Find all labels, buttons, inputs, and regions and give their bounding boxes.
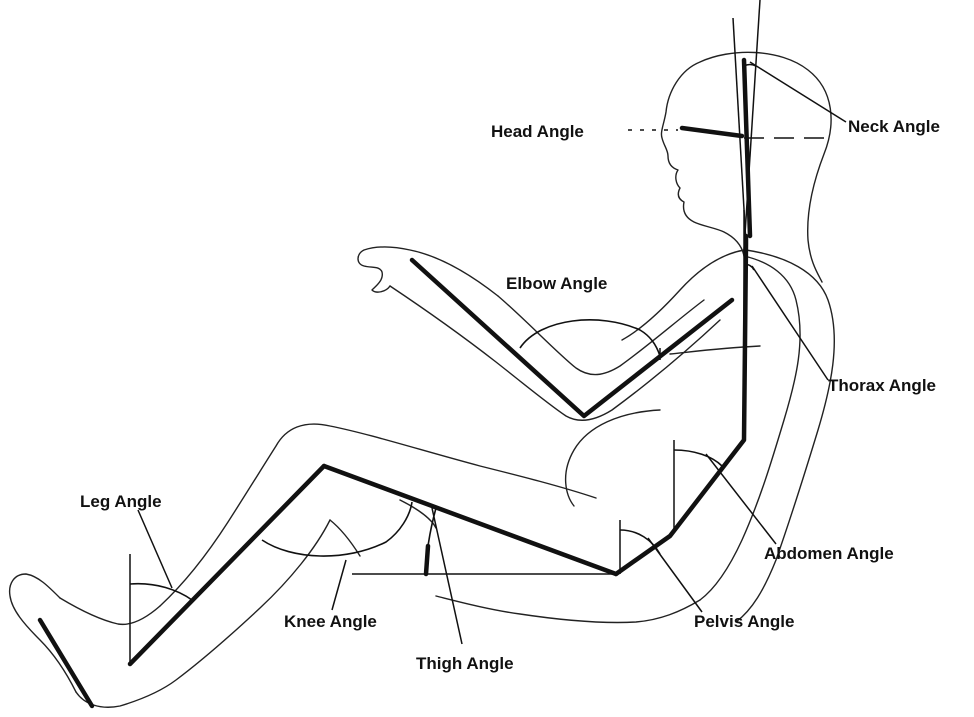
knee-angle-leader (332, 560, 346, 610)
pelvis-angle-label: Pelvis Angle (694, 612, 794, 631)
knee-inner-outline (330, 500, 436, 556)
neck-angle-leader (750, 62, 846, 122)
thigh-upper-outline (160, 424, 596, 606)
thigh-link (324, 466, 616, 574)
abdomen-angle-leader (706, 454, 776, 544)
foot-link (40, 620, 92, 706)
angle-arcs (130, 65, 756, 601)
knee-angle-label: Knee Angle (284, 612, 377, 631)
thorax-angle-leader (752, 266, 828, 380)
thigh-angle-label: Thigh Angle (416, 654, 514, 673)
foot-outline (10, 574, 76, 692)
pelvis-angle-leader (648, 538, 702, 612)
thigh-angle-marker (426, 546, 428, 574)
spine-link (616, 236, 746, 574)
back-outline (736, 250, 834, 622)
body-outline (10, 52, 835, 707)
thigh-angle-leader (432, 508, 462, 644)
thorax-angle-label: Thorax Angle (828, 376, 936, 395)
pelvis-angle-arc (620, 530, 660, 554)
head-angle-label: Head Angle (491, 122, 584, 141)
neck-link (744, 60, 750, 236)
head-link (682, 128, 742, 136)
reference-lines (130, 0, 826, 664)
thigh-lower-outline (436, 596, 700, 623)
elbow-angle-arc (520, 320, 660, 356)
leg-angle-arc (130, 584, 192, 600)
skeleton-links (40, 60, 750, 706)
forearm-outline (390, 286, 720, 420)
leader-lines (138, 62, 846, 644)
elbow-angle-label: Elbow Angle (506, 274, 607, 293)
leg-angle-leader (138, 510, 172, 588)
upper-arm-outline (498, 296, 704, 375)
shin-front-outline (60, 598, 160, 624)
knee-angle-arc (262, 502, 412, 556)
abdomen-angle-label: Abdomen Angle (764, 544, 894, 563)
abdomen-angle-arc (674, 450, 722, 466)
abdomen-outline (566, 410, 660, 506)
neck-angle-label: Neck Angle (848, 117, 940, 136)
chest-outline (622, 250, 760, 354)
leg-angle-label: Leg Angle (80, 492, 162, 511)
